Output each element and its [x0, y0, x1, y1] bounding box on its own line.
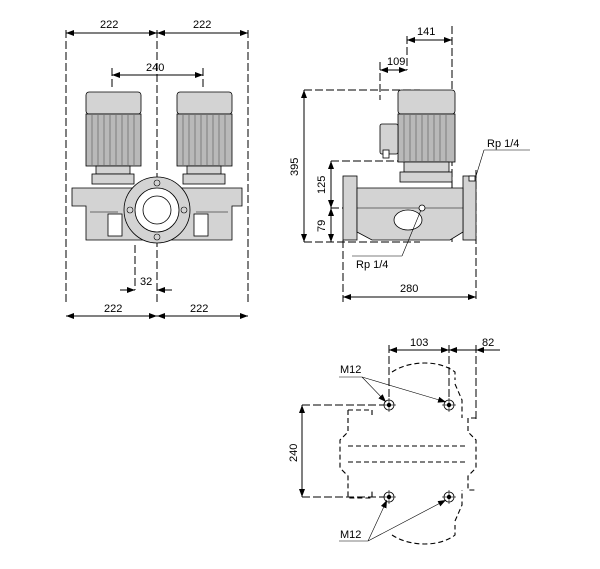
side-motor: [379, 89, 456, 183]
dim-side-length: 280: [400, 283, 418, 295]
right-motor: [176, 91, 233, 185]
dim-front-bottom-right: 222: [190, 303, 208, 315]
bolt-hole-top-right: [442, 398, 456, 412]
dim-front-top-left: 222: [100, 19, 118, 31]
dim-side-width-109: 109: [387, 56, 405, 68]
dim-front-top-right: 222: [193, 19, 211, 31]
dim-side-total-height: 395: [289, 158, 301, 176]
bolt-hole-bottom-right: [442, 490, 456, 504]
dim-base-spacing-103: 103: [410, 337, 428, 349]
bolt-hole-top-left: [382, 398, 396, 412]
base-plate-view: M12 M12 103 82 240: [288, 337, 500, 545]
dim-side-width-141: 141: [417, 26, 435, 38]
label-bolt-bottom: M12: [340, 529, 361, 541]
dim-front-pipe-offset: 32: [140, 276, 152, 288]
side-view: Rp 1/4 Rp 1/4 141 109 395 125 79 280: [289, 26, 530, 302]
front-pump-housing: [71, 176, 243, 244]
dim-front-bottom-left: 222: [104, 303, 122, 315]
label-bolt-top: M12: [340, 364, 361, 376]
dim-front-motor-spacing: 240: [146, 62, 164, 74]
bolt-hole-bottom-left: [382, 490, 396, 504]
left-motor: [85, 91, 142, 185]
dim-side-height-125: 125: [316, 176, 328, 194]
dim-side-height-79: 79: [316, 220, 328, 232]
side-pump-body: [342, 175, 477, 241]
dim-base-spacing-240: 240: [288, 444, 300, 462]
label-port-top: Rp 1/4: [487, 138, 519, 150]
dim-base-offset-82: 82: [482, 337, 494, 349]
label-port-bottom: Rp 1/4: [356, 259, 388, 271]
front-view: 222 222 240 32 222 222: [65, 19, 249, 319]
